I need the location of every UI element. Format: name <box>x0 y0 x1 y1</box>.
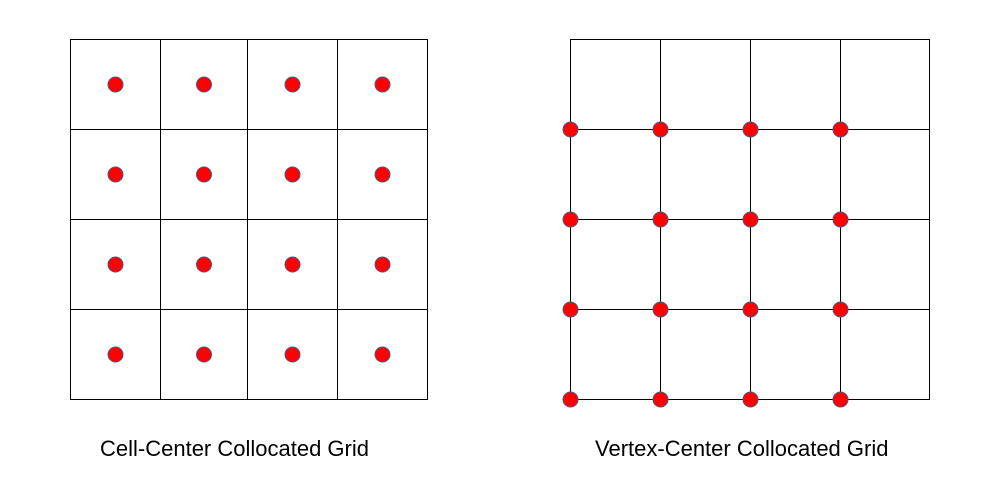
vertex-center-grid-panel <box>562 39 930 408</box>
vertex-center-point <box>832 121 849 138</box>
vertex-center-point <box>832 391 849 408</box>
cell-center-point <box>107 76 124 93</box>
cell-center-point <box>284 256 301 273</box>
vertex-center-point <box>742 211 759 228</box>
vertex-center-grid-caption: Vertex-Center Collocated Grid <box>595 436 889 461</box>
vertex-center-point <box>562 391 579 408</box>
vertex-center-point <box>562 121 579 138</box>
vertex-center-point <box>742 391 759 408</box>
cell-center-grid-panel <box>70 39 428 400</box>
vertex-center-point <box>742 121 759 138</box>
vertex-center-point <box>652 121 669 138</box>
cell-center-point <box>196 346 212 363</box>
cell-center-point <box>107 166 124 183</box>
cell-center-point <box>107 256 124 273</box>
cell-center-point <box>284 76 301 93</box>
cell-center-point <box>284 346 301 363</box>
vertex-center-point <box>562 211 579 228</box>
vertex-center-point <box>652 211 669 228</box>
cell-center-point <box>374 346 391 363</box>
cell-center-point <box>374 76 391 93</box>
cell-center-point <box>107 346 124 363</box>
cell-center-point <box>196 166 212 183</box>
vertex-center-point <box>832 301 849 318</box>
cell-center-point <box>196 256 212 273</box>
vertex-center-point <box>652 301 669 318</box>
vertex-center-point <box>742 301 759 318</box>
vertex-center-point <box>832 211 849 228</box>
cell-center-point <box>374 256 391 273</box>
cell-center-point <box>196 76 212 93</box>
vertex-center-point <box>652 391 669 408</box>
cell-center-grid-caption: Cell-Center Collocated Grid <box>100 436 369 461</box>
cell-center-point <box>374 166 391 183</box>
vertex-center-point <box>562 301 579 318</box>
cell-center-point <box>284 166 301 183</box>
